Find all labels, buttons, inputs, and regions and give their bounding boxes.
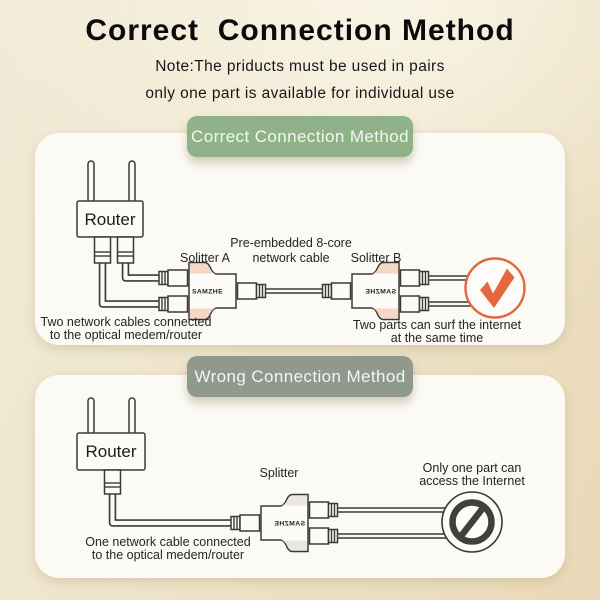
antenna-icon — [128, 397, 136, 437]
check-icon — [464, 257, 526, 319]
rj45-connector — [399, 269, 430, 287]
right-caption-line-2: access the Internet — [419, 474, 525, 488]
cable-note-line-1: Pre-embedded 8-core — [230, 236, 352, 250]
wrong-method-badge: Wrong Connection Method — [187, 356, 413, 397]
router-label: Router — [85, 442, 136, 461]
note-line-2: only one part is available for individua… — [145, 85, 455, 102]
left-caption-line-1: One network cable connected — [85, 535, 250, 549]
router-plug — [93, 236, 112, 264]
rj45-connector — [321, 282, 352, 300]
left-caption-line-2: to the optical medem/router — [92, 548, 244, 562]
note-line-1: Note:The priducts must be used in pairs — [155, 58, 445, 75]
rj45-connector — [158, 269, 189, 287]
right-caption-line-1: Two parts can surf the internet — [353, 318, 522, 332]
rj45-connector — [158, 295, 189, 313]
router: Router — [76, 160, 144, 264]
correct-method-badge-label: Correct Connection Method — [191, 126, 409, 146]
correct-method-badge: Correct Connection Method — [187, 116, 413, 157]
brand-label: SAMZHE — [192, 289, 223, 296]
antenna-icon — [128, 160, 136, 204]
antenna-icon — [87, 160, 95, 204]
rj45-connector — [308, 501, 339, 519]
router: Router — [76, 397, 146, 495]
splitter-a-label: Solitter A — [180, 251, 231, 265]
rj45-connector — [230, 514, 261, 532]
brand-label-mirrored: SAMZHE — [365, 289, 396, 296]
router-plug — [103, 469, 122, 495]
network-cables — [108, 492, 475, 539]
left-caption-line-1: Two network cables connected — [41, 315, 212, 329]
cable-note-line-2: network cable — [252, 251, 329, 265]
wrong-connection-panel: Wrong Connection Method Router — [35, 356, 565, 578]
right-caption-line-2: at the same time — [391, 331, 483, 345]
right-caption-line-1: Only one part can — [423, 461, 522, 475]
rj45-connector — [236, 282, 267, 300]
correct-connection-diagram: Router — [41, 160, 526, 345]
router-plug — [116, 236, 135, 264]
splitter-b-label: Solitter B — [351, 251, 402, 265]
wrong-connection-diagram: Router SAMZHE — [76, 397, 525, 562]
rj45-connector — [399, 295, 430, 313]
network-cables — [98, 261, 491, 308]
wrong-method-badge-label: Wrong Connection Method — [194, 366, 406, 386]
antenna-icon — [87, 397, 95, 437]
splitter-label: Splitter — [260, 466, 299, 480]
correct-connection-panel: Correct Connection Method Router — [35, 116, 565, 345]
router-label: Router — [84, 210, 135, 229]
brand-label-mirrored: SAMZHE — [274, 521, 305, 528]
splitter: SAMZHE — [260, 493, 309, 553]
no-entry-icon — [441, 491, 503, 553]
left-caption-line-2: to the optical medem/router — [50, 328, 202, 342]
page-title: Correct Connection Method — [85, 14, 515, 47]
splitter-b: SAMZHE — [351, 261, 400, 321]
splitter-a: SAMZHE — [188, 261, 237, 321]
rj45-connector — [308, 527, 339, 545]
